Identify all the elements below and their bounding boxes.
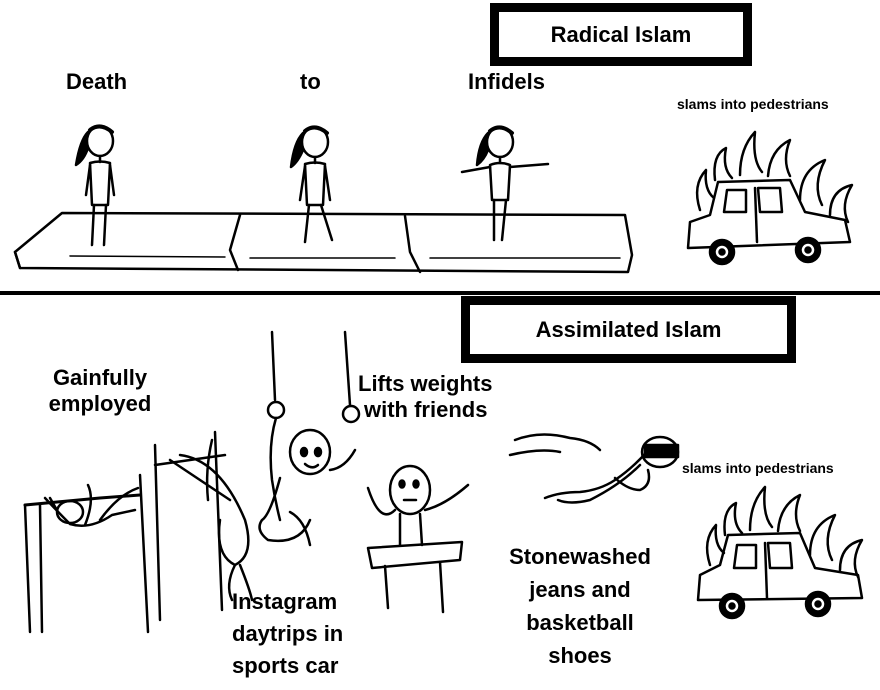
word-to: to [300,69,321,94]
word-death: Death [66,69,128,94]
bar-figure [43,483,140,527]
label-stonewashed-line-4: shoes [548,643,612,668]
gymnast-figure-3 [460,125,550,242]
label-stonewashed-line-3: basketball [526,610,634,635]
label-gainfully-line-2: employed [48,391,152,417]
label-lifts-line-1: Lifts weights [358,371,493,396]
gymnast-figure-2 [289,125,334,244]
radical-islam-banner: Radical Islam [490,3,752,66]
burning-car-bottom [696,485,864,620]
rings [266,330,361,424]
label-lifts-weights: Lifts weights with friends [358,371,492,424]
label-instagram-line-2: daytrips in [232,621,344,646]
horizontal-bar-left [23,473,150,634]
gymnast-figure-1 [74,124,116,247]
label-stonewashed-line-2: jeans and [529,577,631,602]
gym-mat [13,211,634,274]
label-lifts-line-2: with friends [364,397,488,423]
car-caption-top: slams into pedestrians [677,96,829,112]
word-infidels: Infidels [468,69,546,94]
assimilated-islam-banner-text: Assimilated Islam [535,316,722,342]
label-stonewashed-line-1: Stonewashed [509,544,651,569]
rings-figure [258,416,357,547]
uneven-bars [153,430,232,622]
label-gainfully-employed: Gainfully employed [20,365,180,418]
label-stonewashed: Stonewashed jeans and basketball shoes [480,540,680,672]
label-instagram-line-3: sports car [232,653,339,678]
burning-car-top [686,130,854,266]
radical-islam-banner-text: Radical Islam [550,21,692,47]
label-instagram: Instagram daytrips in sports car [232,586,343,682]
label-instagram-line-1: Instagram [232,589,338,614]
flying-figure [508,433,680,504]
label-gainfully-line-1: Gainfully [52,365,148,390]
vault-figure [366,464,470,614]
uneven-bars-figure [178,438,254,602]
car-caption-bottom: slams into pedestrians [682,460,834,476]
assimilated-islam-banner: Assimilated Islam [461,296,796,363]
